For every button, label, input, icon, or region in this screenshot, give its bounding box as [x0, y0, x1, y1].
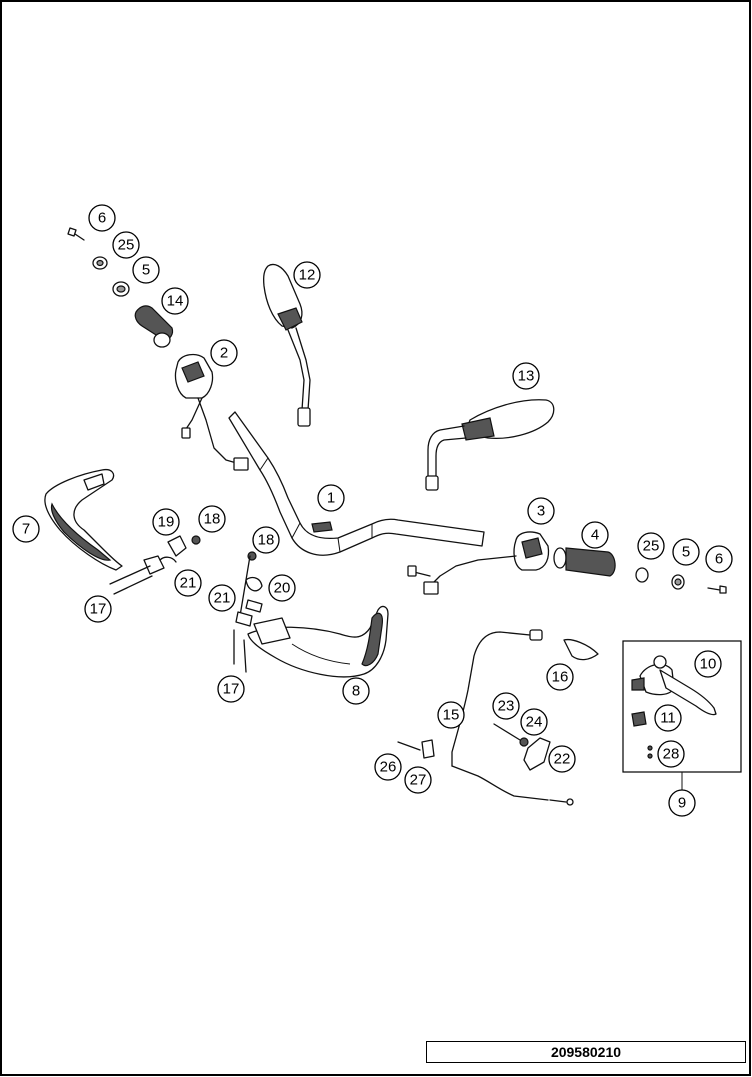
callout-7: 7	[12, 515, 40, 543]
handlebar-switch-icon	[174, 353, 249, 471]
handguard-icon	[247, 605, 389, 678]
clutch-switch	[493, 723, 551, 771]
svg-text:15: 15	[443, 707, 460, 724]
callout-11: 11	[654, 704, 682, 732]
svg-text:6: 6	[98, 210, 106, 227]
svg-text:3: 3	[537, 503, 545, 520]
callout-26: 26	[374, 753, 402, 781]
svg-text:13: 13	[518, 368, 535, 385]
svg-text:23: 23	[498, 698, 515, 715]
callout-5: 5	[672, 538, 700, 566]
svg-text:25: 25	[643, 538, 660, 555]
callouts: 6 25 5 14 12 2 13 1 3 7 19 18 18 4 25 5 …	[12, 204, 733, 817]
svg-text:5: 5	[142, 262, 150, 279]
svg-text:14: 14	[167, 293, 184, 310]
handguard-icon	[44, 468, 123, 571]
svg-text:21: 21	[214, 590, 231, 607]
callout-8: 8	[342, 677, 370, 705]
callout-2: 2	[210, 339, 238, 367]
drawing-number-text: 209580210	[550, 1044, 622, 1060]
svg-text:27: 27	[410, 772, 427, 789]
svg-text:7: 7	[22, 521, 30, 538]
handguard-mount	[233, 551, 263, 673]
grip-icon	[67, 227, 174, 348]
callout-17: 17	[84, 595, 112, 623]
callout-18: 18	[198, 505, 226, 533]
svg-text:17: 17	[223, 681, 240, 698]
svg-text:8: 8	[352, 683, 360, 700]
svg-text:10: 10	[700, 656, 717, 673]
svg-text:19: 19	[158, 514, 175, 531]
callout-10: 10	[694, 650, 722, 678]
callout-19: 19	[152, 508, 180, 536]
grip-icon	[553, 547, 727, 594]
callout-5: 5	[132, 256, 160, 284]
callout-27: 27	[404, 766, 432, 794]
callout-4: 4	[581, 521, 609, 549]
callout-6: 6	[88, 204, 116, 232]
svg-text:4: 4	[591, 527, 599, 544]
handlebar-switch-icon	[407, 531, 550, 595]
callout-25: 25	[112, 231, 140, 259]
svg-text:20: 20	[274, 580, 291, 597]
callout-3: 3	[527, 497, 555, 525]
svg-text:24: 24	[526, 714, 543, 731]
callout-17: 17	[217, 675, 245, 703]
callout-24: 24	[520, 708, 548, 736]
svg-text:16: 16	[552, 669, 569, 686]
svg-text:21: 21	[180, 575, 197, 592]
svg-text:6: 6	[715, 551, 723, 568]
svg-text:12: 12	[299, 267, 316, 284]
callout-6: 6	[705, 545, 733, 573]
callout-28: 28	[657, 740, 685, 768]
callout-9: 9	[668, 789, 696, 817]
callout-15: 15	[437, 701, 465, 729]
svg-text:18: 18	[204, 511, 221, 528]
svg-text:5: 5	[682, 544, 690, 561]
svg-text:25: 25	[118, 237, 135, 254]
callout-18: 18	[252, 526, 280, 554]
mirror-icon	[425, 399, 555, 491]
callout-25: 25	[637, 532, 665, 560]
svg-text:26: 26	[380, 759, 397, 776]
callout-21: 21	[208, 584, 236, 612]
mirror-icon	[262, 263, 311, 427]
clutch-lever-icon	[631, 655, 717, 759]
svg-text:28: 28	[663, 746, 680, 763]
callout-21: 21	[174, 569, 202, 597]
cable-bracket	[397, 739, 435, 759]
svg-text:2: 2	[220, 345, 228, 362]
drawing-number: 209580210	[426, 1041, 746, 1063]
cable-icon	[451, 629, 599, 806]
svg-text:9: 9	[678, 795, 686, 812]
callout-12: 12	[293, 261, 321, 289]
callout-13: 13	[512, 362, 540, 390]
callout-16: 16	[546, 663, 574, 691]
callout-14: 14	[161, 287, 189, 315]
callout-22: 22	[548, 745, 576, 773]
svg-text:1: 1	[327, 490, 335, 507]
svg-text:11: 11	[660, 710, 676, 727]
callout-20: 20	[268, 574, 296, 602]
svg-text:22: 22	[554, 751, 571, 768]
handlebar-icon	[228, 411, 485, 556]
handguard-mount	[109, 535, 201, 595]
svg-text:17: 17	[90, 601, 107, 618]
svg-text:18: 18	[258, 532, 275, 549]
callout-1: 1	[317, 484, 345, 512]
callout-23: 23	[492, 692, 520, 720]
